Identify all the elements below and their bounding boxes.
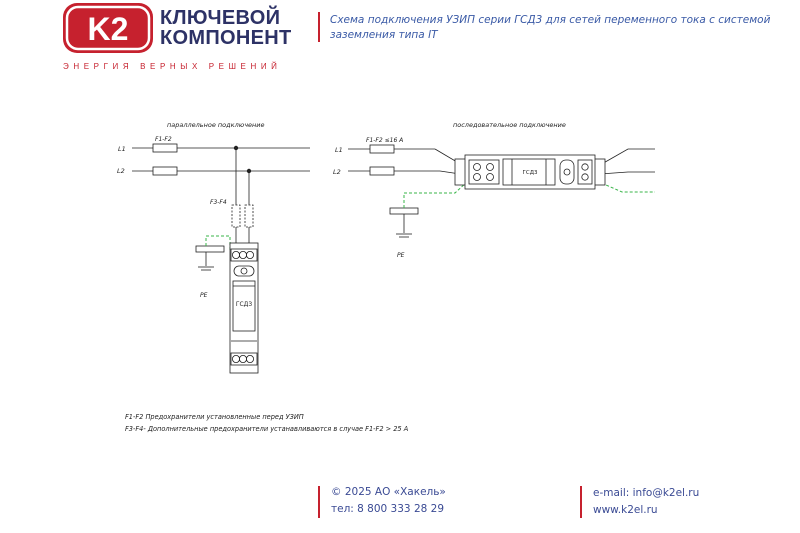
serial-spd-device: ГСД3 — [454, 154, 606, 190]
parallel-fuse-f3f4-label: F3-F4 — [210, 199, 227, 206]
parallel-connection-scheme: параллельное подключение L1 L2 F1-F2 F3-… — [117, 121, 310, 374]
serial-device-label: ГСД3 — [523, 170, 538, 176]
footer-copyright: © 2025 АО «Хакель» — [331, 486, 446, 498]
parallel-spd-device: ГСД3 — [229, 242, 259, 374]
parallel-pe-label: PE — [200, 292, 208, 299]
serial-title: последовательное подключение — [453, 121, 566, 129]
serial-pe-bar — [389, 207, 419, 215]
header-divider — [318, 12, 320, 42]
k2-logo: K2 — [62, 2, 154, 54]
serial-fuse-label: F1-F2 ≤16 А — [366, 137, 403, 144]
footer-divider-2 — [580, 486, 582, 518]
parallel-fuse-f2 — [152, 166, 178, 176]
footer-website[interactable]: www.k2el.ru — [593, 504, 658, 516]
serial-l1-label: L1 — [335, 146, 343, 154]
parallel-device-label: ГСД3 — [236, 301, 253, 308]
serial-fuse-f1 — [369, 144, 395, 154]
serial-fuse-f2 — [369, 166, 395, 176]
footer-email[interactable]: e-mail: info@k2el.ru — [593, 487, 700, 499]
parallel-fuse-f4 — [244, 204, 254, 228]
footer-divider-1 — [318, 486, 320, 518]
brand-name-line2: КОМПОНЕНТ — [160, 27, 292, 49]
serial-connection-scheme: последовательное подключение L1 L2 F1-F2… — [333, 121, 655, 259]
page-title: Схема подключения УЗИП серии ГСД3 для се… — [330, 14, 771, 41]
note-line-2: F3-F4- Дополнительные предохранители уст… — [125, 425, 409, 433]
parallel-fuse-f1 — [152, 143, 178, 153]
parallel-title: параллельное подключение — [167, 121, 265, 129]
parallel-fuse-f3 — [231, 204, 241, 228]
parallel-l1-label: L1 — [118, 145, 126, 153]
brand-tagline: ЭНЕРГИЯ ВЕРНЫХ РЕШЕНИЙ — [63, 62, 282, 71]
parallel-l2-label: L2 — [117, 167, 125, 175]
note-line-1: F1-F2 Предохранители установленные перед… — [125, 413, 304, 421]
parallel-fuse-f1f2-label: F1-F2 — [155, 136, 172, 143]
footer-phone[interactable]: тел: 8 800 333 28 29 — [331, 503, 444, 515]
brand-name-line1: КЛЮЧЕВОЙ — [160, 7, 281, 29]
parallel-pe-bar — [195, 245, 225, 253]
serial-l2-label: L2 — [333, 168, 341, 176]
serial-pe-label: PE — [397, 252, 405, 259]
logo-text: K2 — [88, 11, 129, 47]
